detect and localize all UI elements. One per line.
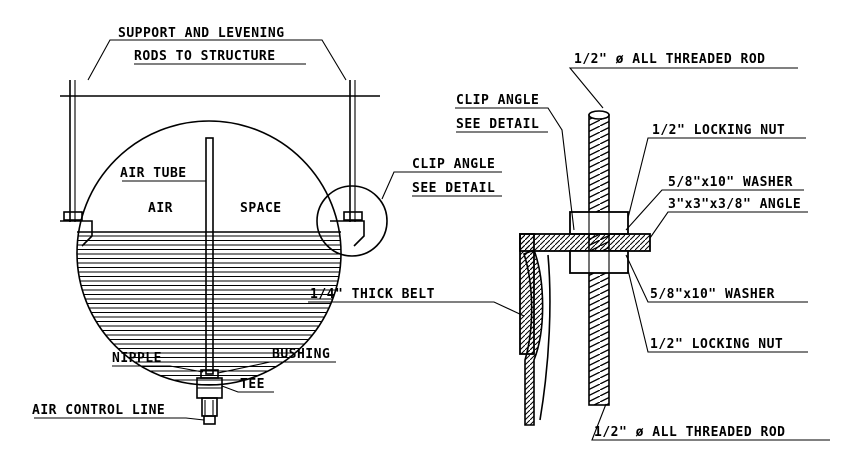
tank-belt (523, 248, 544, 426)
leader-support-rods (87, 39, 347, 81)
label-air-tube: AIR TUBE (120, 166, 187, 181)
label-washer-bottom: 5/8"x10" WASHER (650, 287, 775, 302)
label-nipple: NIPPLE (112, 351, 162, 366)
leader-thick-belt (308, 301, 525, 317)
locking-nut-top (569, 211, 629, 235)
label-washer-top: 5/8"x10" WASHER (668, 175, 793, 190)
leader-washer-bottom (625, 254, 808, 303)
label-locking-nut-top: 1/2" LOCKING NUT (652, 123, 785, 138)
label-bushing: BUSHING (272, 347, 330, 362)
leader-threaded-rod-top (568, 67, 798, 109)
label-clip-angle-right-2: SEE DETAIL (456, 117, 539, 132)
tank-section (34, 39, 502, 425)
air-control-fitting (203, 415, 216, 425)
label-thick-belt: 1/4" THICK BELT (310, 287, 435, 302)
leader-angle (649, 211, 808, 239)
label-tee: TEE (240, 377, 265, 392)
label-clip-angle-left-2: SEE DETAIL (412, 181, 495, 196)
label-support-rods-2: RODS TO STRUCTURE (134, 49, 276, 64)
clip-angle-left (60, 220, 93, 247)
air-tube (205, 137, 214, 375)
rod-nut-left (63, 211, 83, 221)
leader-tee (221, 385, 274, 393)
leader-bushing (217, 361, 336, 374)
leader-air-control (34, 417, 205, 421)
rod-nut-right (343, 211, 363, 221)
clip-detail-callout-circle (316, 185, 388, 257)
label-support-rods-1: SUPPORT AND LEVENING (118, 26, 285, 41)
tank-shell (76, 120, 342, 386)
label-space: SPACE (240, 201, 282, 216)
label-threaded-rod-bottom: 1/2" ø ALL THREADED ROD (594, 425, 786, 440)
leader-clip-angle-right (455, 107, 575, 231)
leader-locking-nut-bottom (627, 269, 808, 353)
leader-locking-nut-top (627, 137, 806, 219)
label-air-control-line: AIR CONTROL LINE (32, 403, 165, 418)
leader-washer-top (625, 189, 804, 231)
clip-detail (308, 67, 830, 441)
leader-clip-angle-left (381, 171, 502, 200)
nipple-lower (201, 397, 218, 417)
tank-shell-detail (539, 254, 551, 421)
label-angle: 3"x3"x3/8" ANGLE (668, 197, 801, 212)
rod-end (588, 110, 610, 120)
label-clip-angle-left-1: CLIP ANGLE (412, 157, 495, 172)
label-clip-angle-right-1: CLIP ANGLE (456, 93, 539, 108)
locking-nut-bottom (569, 250, 629, 274)
leader-threaded-rod-bottom (591, 403, 830, 441)
label-locking-nut-bottom: 1/2" LOCKING NUT (650, 337, 783, 352)
label-threaded-rod-top: 1/2" ø ALL THREADED ROD (574, 52, 766, 67)
label-air: AIR (148, 201, 173, 216)
angle-horizontal-leg (519, 233, 651, 252)
clip-angle-right (330, 220, 365, 247)
leader-nipple (112, 365, 204, 373)
